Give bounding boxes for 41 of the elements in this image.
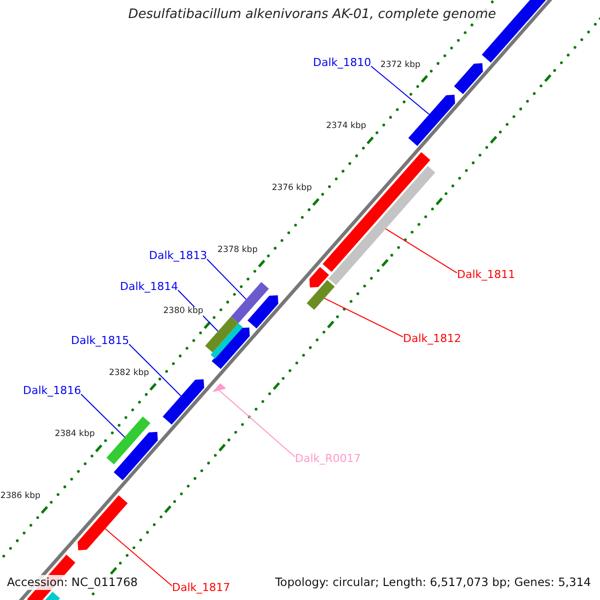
gene-block — [114, 432, 158, 480]
leader-line — [206, 258, 247, 300]
rna-marker — [212, 383, 226, 392]
gene-block — [328, 166, 436, 286]
gene-label: Dalk_1811 — [457, 269, 516, 282]
gene-label: Dalk_1817 — [172, 582, 230, 595]
gene-block — [230, 282, 269, 324]
leader-line — [80, 394, 126, 438]
gene-block — [322, 152, 430, 272]
gene-block — [205, 316, 238, 352]
leader-line — [324, 298, 404, 338]
gene-block — [106, 416, 150, 464]
scale-label: 2378 kbp — [218, 246, 258, 256]
gene-block — [454, 63, 483, 94]
scale-label: 2372 kbp — [380, 60, 420, 71]
leader-line — [218, 390, 296, 458]
leader-line — [370, 66, 430, 115]
gene-label: Dalk_1815 — [71, 335, 130, 348]
leader-line — [128, 344, 182, 396]
gene-label: Dalk_1813 — [149, 250, 208, 263]
gene-block — [162, 379, 204, 425]
gene-block — [248, 295, 278, 328]
scale-label: 2386 kbp — [0, 492, 40, 502]
scale-label: 2382 kbp — [108, 368, 150, 378]
leader-line — [385, 228, 458, 274]
gene-label: Dalk_1812 — [403, 333, 462, 346]
gene-label: Dalk_1810 — [313, 57, 372, 70]
gene-block — [306, 280, 335, 310]
scale-label: 2380 kbp — [163, 307, 204, 317]
gene-label: Dalk_1814 — [120, 281, 178, 294]
gene-label: Dalk_R0017 — [295, 453, 361, 466]
gene-label: Dalk_1816 — [23, 385, 82, 398]
gene-block — [210, 323, 243, 359]
gene-block — [408, 94, 456, 146]
scale-label: 2384 kbp — [54, 430, 95, 440]
scale-label: 2376 kbp — [272, 184, 312, 194]
genome-title: Desulfatibacillum alkenivorans AK-01, complete genome — [128, 8, 496, 23]
scale-label: 2374 kbp — [326, 122, 366, 132]
gene-block — [212, 328, 250, 369]
gene-block — [78, 495, 128, 550]
leader-line — [104, 528, 172, 586]
